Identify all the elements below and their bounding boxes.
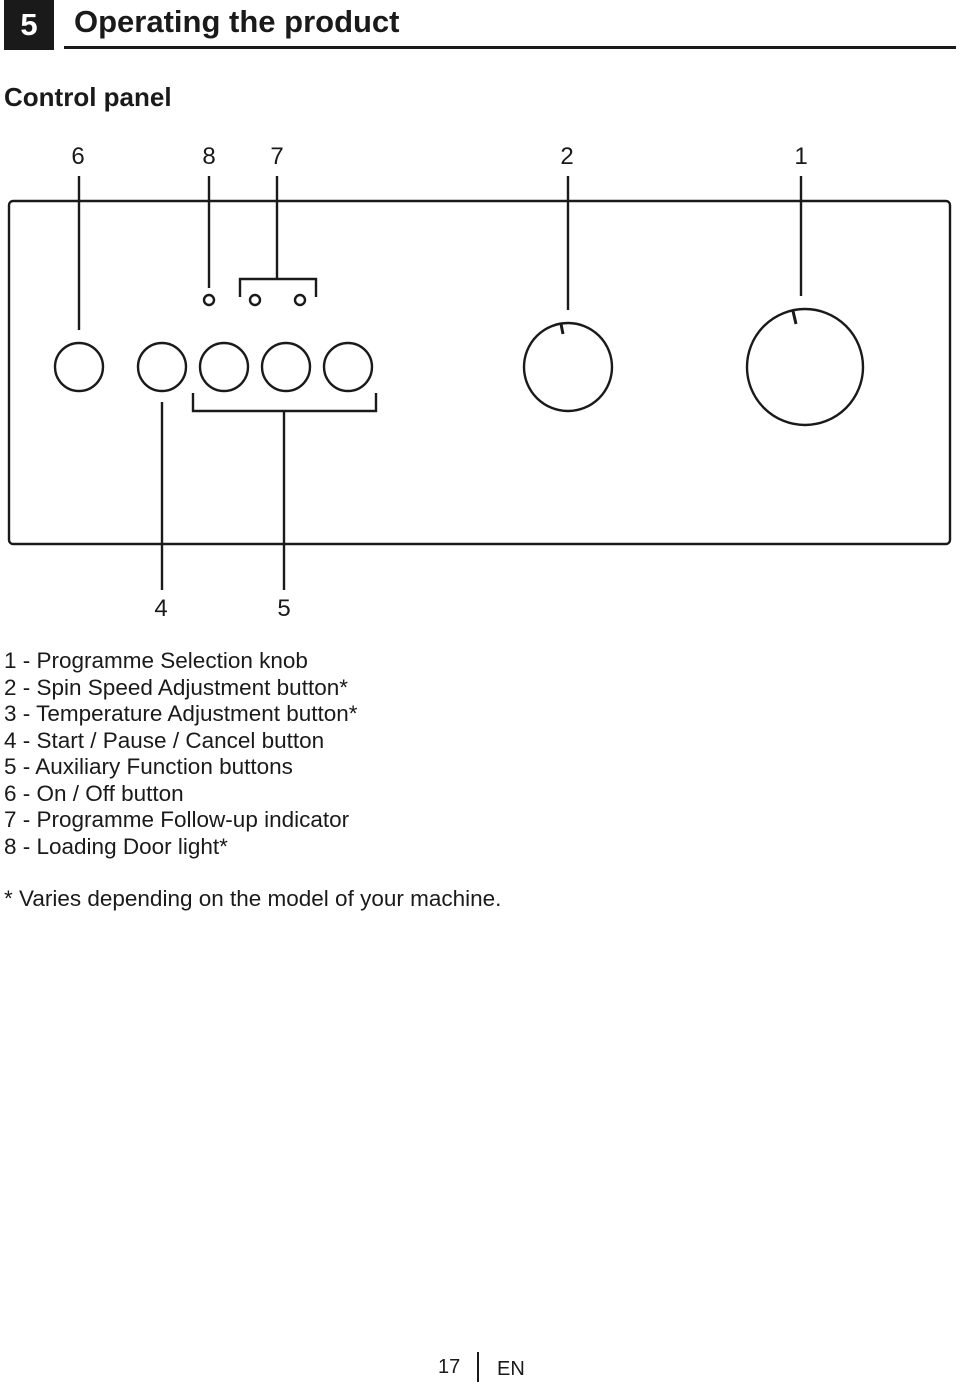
- section-header: 5 Operating the product: [4, 0, 956, 50]
- legend-item: 6 - On / Off button: [4, 780, 184, 806]
- callout-5: 5: [277, 595, 290, 622]
- auxiliary-function-button-3: [322, 341, 374, 393]
- spin-speed-knob: [522, 321, 614, 413]
- callout-1: 1: [794, 143, 807, 170]
- legend-item: 4 - Start / Pause / Cancel button: [4, 727, 325, 753]
- callout-2: 2: [560, 143, 573, 170]
- legend-item: 8 - Loading Door light*: [4, 833, 228, 859]
- section-number-badge: 5: [4, 0, 54, 50]
- start-pause-cancel-button: [136, 341, 188, 393]
- on-off-button: [53, 341, 105, 393]
- legend-item: 3 - Temperature Adjustment button*: [4, 701, 358, 726]
- follow-up-indicator-1: [248, 293, 262, 307]
- control-panel-diagram: 6 8 7 2 1 4 5: [7, 143, 952, 622]
- follow-up-indicator-2: [293, 293, 307, 307]
- programme-selection-knob-marker: [791, 310, 798, 325]
- legend-item: 2 - Spin Speed Adjustment button*: [4, 674, 348, 700]
- callout-6: 6: [71, 143, 84, 170]
- legend-item: 5 - Auxiliary Function buttons: [4, 754, 293, 779]
- footer-divider: [477, 1352, 479, 1382]
- panel-outline: [7, 199, 952, 546]
- legend-item: 7 - Programme Follow-up indicator: [4, 807, 350, 832]
- control-panel-heading: Control panel: [4, 82, 172, 112]
- page-number: 17: [438, 1356, 461, 1378]
- spin-speed-knob-marker: [559, 323, 565, 335]
- bracket-5: [191, 393, 378, 413]
- auxiliary-function-button-2: [260, 341, 312, 393]
- callout-8: 8: [202, 143, 215, 170]
- bracket-7: [238, 277, 318, 297]
- auxiliary-function-button-1: [198, 341, 250, 393]
- legend-item: 1 - Programme Selection knob: [4, 648, 308, 673]
- page-footer: 17 EN: [0, 1352, 960, 1386]
- callout-7: 7: [270, 143, 283, 170]
- language-code: EN: [497, 1358, 525, 1380]
- loading-door-light: [202, 293, 216, 307]
- footnote: * Varies depending on the model of your …: [4, 886, 502, 911]
- legend-list: 1 - Programme Selection knob 2 - Spin Sp…: [4, 648, 358, 860]
- section-title: Operating the product: [74, 4, 400, 39]
- programme-selection-knob: [745, 307, 865, 427]
- callout-4: 4: [154, 595, 167, 622]
- section-divider: [64, 46, 956, 49]
